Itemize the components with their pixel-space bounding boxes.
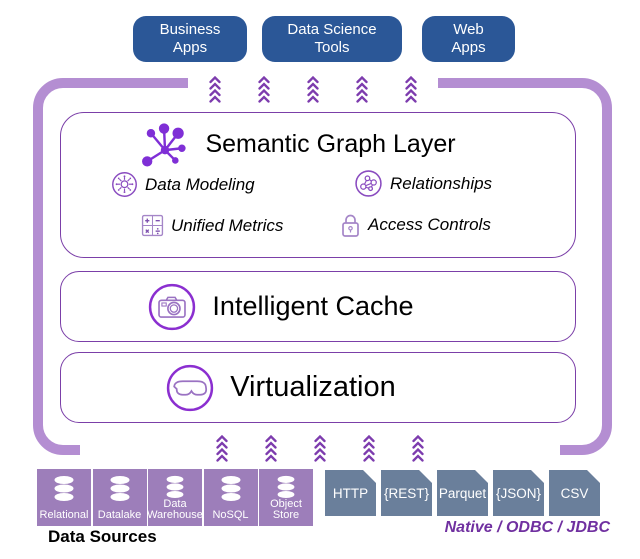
app-box-label: Web Apps	[451, 20, 486, 56]
connector-row: HTTP {REST} Parquet {JSON} CSV	[325, 470, 600, 516]
app-box-label: Business Apps	[159, 20, 221, 56]
data-source-row: Relational Datalake Data Warehouse NoSQL…	[37, 469, 313, 526]
connector-box-json: {JSON}	[493, 470, 544, 516]
semantic-layer-title: Semantic Graph Layer	[205, 130, 456, 158]
source-box-relational: Relational	[37, 469, 91, 526]
relationships-network-icon	[355, 170, 382, 197]
feature-data-modeling: Data Modeling	[111, 171, 255, 198]
database-icon	[54, 476, 74, 501]
app-box-web-apps: Web Apps	[422, 16, 515, 62]
feature-access-controls: Access Controls	[340, 211, 491, 239]
connector-box-parquet: Parquet	[437, 470, 488, 516]
chevrons-up-bottom	[216, 435, 424, 462]
connector-label: CSV	[560, 485, 589, 501]
camera-icon	[149, 283, 196, 330]
semantic-title-row: Semantic Graph Layer	[61, 121, 575, 168]
chevron-up-icon	[209, 76, 221, 103]
source-label: NoSQL	[212, 509, 249, 522]
connector-label: HTTP	[332, 485, 369, 501]
source-box-data-warehouse: Data Warehouse	[147, 469, 203, 526]
chevron-up-icon	[412, 435, 424, 462]
source-box-nosql: NoSQL	[203, 469, 258, 526]
database-icon	[277, 475, 295, 499]
connector-label: {JSON}	[495, 485, 542, 501]
chevron-up-icon	[307, 76, 319, 103]
chevron-up-icon	[363, 435, 375, 462]
chevron-up-icon	[356, 76, 368, 103]
calculator-icon	[141, 214, 164, 237]
intelligent-cache-layer-box: Intelligent Cache	[60, 271, 576, 342]
source-label: Relational	[39, 509, 89, 522]
database-icon	[166, 475, 184, 499]
graph-network-icon	[142, 123, 187, 167]
connector-box-csv: CSV	[549, 470, 600, 516]
database-icon	[110, 476, 129, 501]
source-box-datalake: Datalake	[92, 469, 147, 526]
database-icon	[221, 476, 240, 501]
native-odbc-jdbc-caption: Native / ODBC / JDBC	[444, 519, 610, 536]
connector-box-rest: {REST}	[381, 470, 432, 516]
chevrons-up-top	[209, 76, 417, 103]
source-label: Datalake	[97, 509, 142, 522]
chevron-up-icon	[258, 76, 270, 103]
connector-label: {REST}	[383, 485, 430, 501]
chevron-up-icon	[216, 435, 228, 462]
source-label: Data Warehouse	[147, 497, 203, 522]
feature-unified-metrics: Unified Metrics	[141, 214, 283, 237]
chevron-up-icon	[314, 435, 326, 462]
vr-goggles-icon	[167, 364, 214, 411]
cache-layer-title: Intelligent Cache	[212, 291, 414, 321]
virtualization-layer-title: Virtualization	[230, 371, 396, 403]
source-box-object-store: Object Store	[259, 469, 313, 526]
connector-label: Parquet	[438, 485, 487, 501]
data-sources-heading: Data Sources	[48, 527, 157, 546]
frame-gap-top	[188, 74, 438, 90]
virtualization-layer-box: Virtualization	[60, 352, 576, 423]
feature-label: Unified Metrics	[171, 215, 284, 235]
app-box-data-science-tools: Data Science Tools	[262, 16, 402, 62]
app-box-label: Data Science Tools	[287, 20, 377, 56]
chevron-up-icon	[405, 76, 417, 103]
feature-relationships: Relationships	[354, 169, 492, 198]
feature-label: Relationships	[390, 173, 493, 193]
source-label: Object Store	[270, 497, 302, 522]
data-modeling-hub-icon	[112, 172, 137, 197]
connector-box-http: HTTP	[325, 470, 376, 516]
chevron-up-icon	[265, 435, 277, 462]
app-box-business-apps: Business Apps	[133, 16, 247, 62]
feature-label: Data Modeling	[145, 174, 255, 194]
feature-label: Access Controls	[368, 215, 491, 234]
lock-icon	[342, 214, 359, 237]
